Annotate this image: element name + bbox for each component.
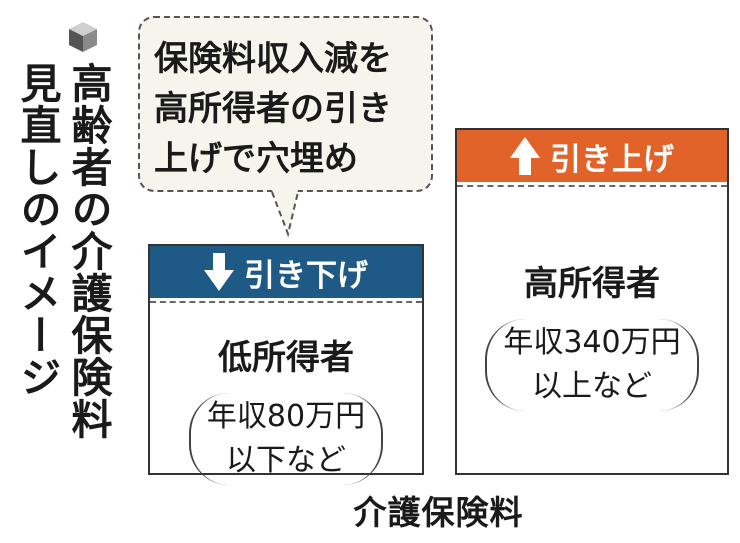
high-income-detail: 年収340万円 以上など bbox=[485, 319, 699, 411]
bubble-line: 上げで穴埋め bbox=[154, 139, 358, 179]
band-divider bbox=[457, 185, 727, 187]
bubble-tail bbox=[271, 190, 299, 238]
decrease-label: 引き下げ bbox=[244, 257, 368, 294]
low-income-name: 低所得者 bbox=[218, 338, 354, 378]
high-income-name: 高所得者 bbox=[524, 264, 660, 304]
arrow-up-icon bbox=[510, 137, 540, 175]
bubble-line: 保険料収入減を bbox=[154, 39, 392, 79]
arrow-down-icon bbox=[204, 253, 234, 291]
low-income-detail-line: 以下など bbox=[226, 443, 346, 478]
low-income-detail: 年収80万円 以下など bbox=[188, 393, 384, 485]
increase-band: 引き上げ bbox=[457, 130, 727, 182]
caption: 介護保険料 bbox=[353, 493, 524, 532]
title-line-2: 見直しのイメージ bbox=[13, 62, 61, 398]
bubble-line: 高所得者の引き bbox=[154, 89, 392, 129]
decrease-band: 引き下げ bbox=[150, 246, 422, 298]
increase-label: 引き上げ bbox=[550, 141, 674, 178]
high-income-detail-line: 年収340万円 bbox=[503, 325, 681, 360]
title-line-1: 高齢者の介護保険料 bbox=[64, 62, 112, 440]
band-divider bbox=[150, 301, 422, 303]
cube-icon bbox=[69, 22, 97, 52]
low-income-box: 引き下げ 低所得者 年収80万円 以下など bbox=[148, 244, 424, 485]
low-income-detail-line: 年収80万円 bbox=[206, 399, 366, 434]
high-income-box: 引き上げ 高所得者 年収340万円 以上など bbox=[455, 128, 729, 475]
low-income-group: 低所得者 年収80万円 以下など bbox=[150, 330, 422, 485]
high-income-detail-line: 以上など bbox=[531, 369, 652, 404]
high-income-group: 高所得者 年収340万円 以上など bbox=[457, 256, 727, 411]
speech-bubble: 保険料収入減を 高所得者の引き 上げで穴埋め bbox=[138, 16, 433, 192]
